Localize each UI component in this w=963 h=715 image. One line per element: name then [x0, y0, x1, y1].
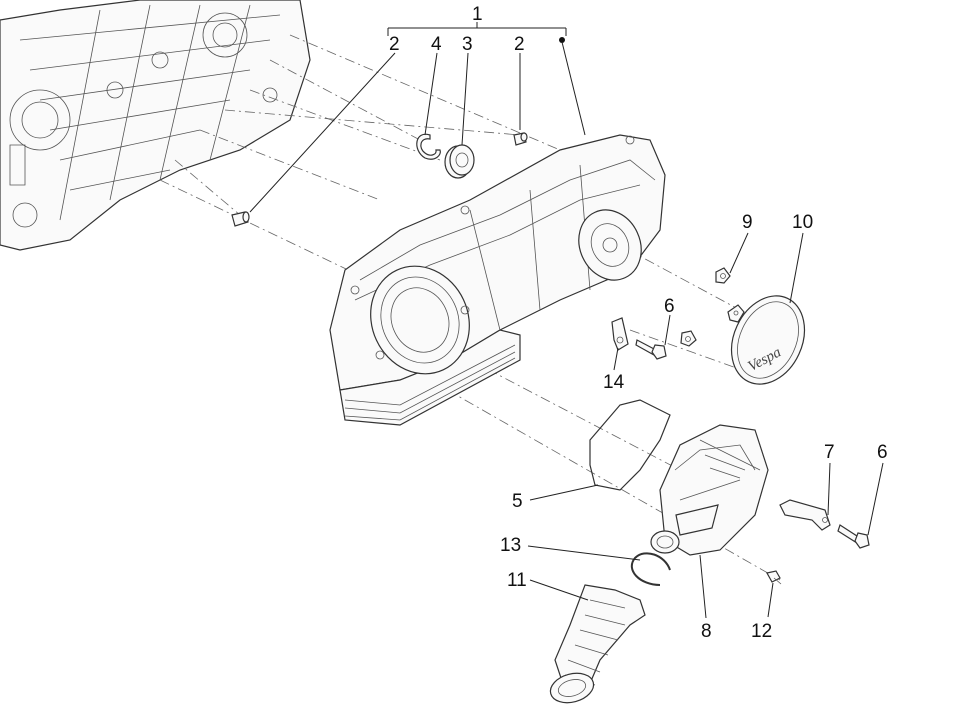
engine-crankcase: [0, 0, 311, 251]
hose-clamp: [630, 552, 671, 586]
callout-9: 9: [742, 212, 753, 233]
logo-cap: Vespa: [730, 295, 806, 385]
bolt-right: [837, 524, 870, 549]
callout-11: 11: [507, 570, 527, 591]
callout-12: 12: [751, 621, 772, 642]
bracket-item-14: [611, 317, 629, 351]
gasket-seal: [589, 399, 671, 491]
dowel-pin-left: [231, 211, 250, 227]
bracket-item-7: [779, 499, 831, 531]
air-intake-cover: [650, 424, 769, 556]
callout-4: 4: [431, 34, 442, 55]
bearing: [444, 144, 475, 179]
nut-item-9: [715, 267, 731, 284]
screw-item-12: [766, 570, 782, 585]
callout-14: 14: [603, 372, 625, 393]
callout-10: 10: [792, 212, 813, 233]
callout-6-right: 6: [877, 442, 888, 463]
clip-item-9: [727, 304, 745, 323]
callout-1: 1: [472, 4, 483, 25]
callout-3: 3: [462, 34, 473, 55]
callout-6-middle: 6: [664, 296, 675, 317]
dowel-pin-right: [513, 132, 528, 146]
circlip: [416, 133, 441, 160]
callout-5: 5: [512, 491, 523, 512]
callout-8: 8: [701, 621, 712, 642]
intake-duct: [549, 584, 646, 704]
callout-2-right: 2: [514, 34, 525, 55]
bolt-middle: [635, 339, 667, 360]
callout-7: 7: [824, 442, 835, 463]
callout-2-left: 2: [389, 34, 400, 55]
nut-center: [680, 330, 697, 347]
callout-13: 13: [500, 535, 521, 556]
transmission-cover: [329, 134, 666, 426]
leader-lines: [249, 22, 884, 619]
callout-labels: 1 2 4 3 2 9 10 6 14 7 6 5 13 11 8 12: [389, 4, 888, 642]
